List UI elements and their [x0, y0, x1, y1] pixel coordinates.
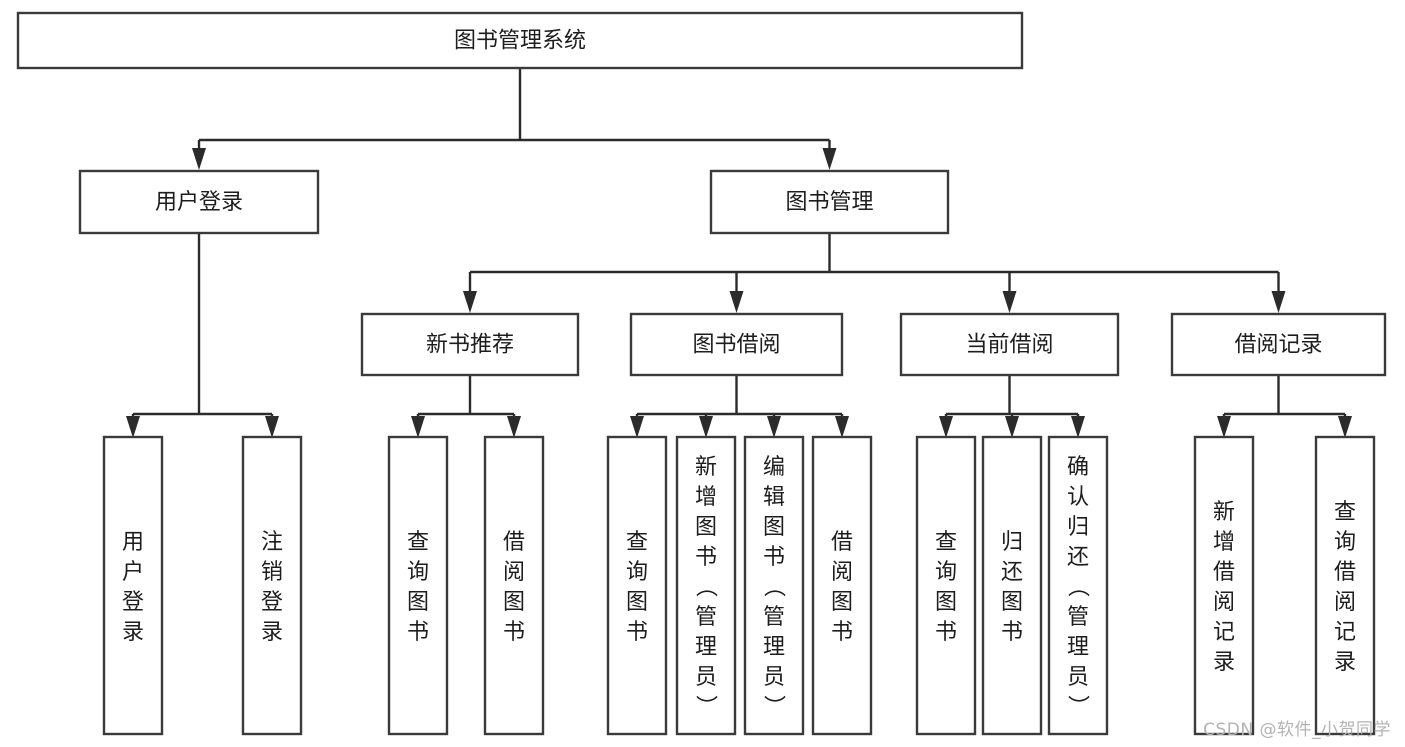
leaf-node-5-box: [675, 435, 737, 736]
level1-node-1-box: [709, 169, 950, 235]
arrow-head-icon: [699, 416, 713, 438]
leaf-node-8-box: [915, 435, 977, 736]
arrow-head-icon: [265, 416, 279, 438]
leaf-node-4-box: [606, 435, 668, 736]
arrow-head-icon: [411, 416, 425, 438]
leaf-node-3[interactable]: 借阅图书: [483, 435, 545, 736]
level2-node-3-box: [1170, 312, 1387, 377]
leaf-node-12[interactable]: 查询借阅记录: [1314, 435, 1376, 736]
level1-node-1[interactable]: 图书管理: [709, 169, 950, 235]
root-node-book-management-system-box: [16, 11, 1024, 70]
level2-node-3[interactable]: 借阅记录: [1170, 312, 1387, 377]
leaf-node-11[interactable]: 新增借阅记录: [1193, 435, 1255, 736]
arrow-head-icon: [822, 148, 837, 170]
leaf-node-1-label: 注销登录: [261, 530, 283, 645]
leaf-node-3-box: [483, 435, 545, 736]
arrow-head-icon: [192, 148, 206, 170]
leaf-node-12-label: 查询借阅记录: [1334, 500, 1356, 675]
level2-node-3-label: 借阅记录: [1234, 333, 1322, 358]
leaf-node-10-label: 确认归还（管理员）: [1067, 455, 1090, 720]
leaf-node-10-box: [1047, 435, 1109, 736]
level2-node-1[interactable]: 图书借阅: [629, 312, 844, 377]
leaf-node-4-label: 查询图书: [626, 530, 648, 645]
leaf-node-2[interactable]: 查询图书: [387, 435, 449, 736]
leaf-node-0-label: 用户登录: [122, 530, 144, 645]
leaf-node-0-box: [102, 435, 164, 736]
leaf-node-8[interactable]: 查询图书: [915, 435, 977, 736]
level2-node-0-box: [360, 312, 580, 377]
arrow-head-icon: [1217, 416, 1231, 438]
root-node-book-management-system[interactable]: 图书管理系统: [16, 11, 1024, 70]
leaf-node-1[interactable]: 注销登录: [241, 435, 303, 736]
level2-node-0-label: 新书推荐: [426, 333, 514, 358]
leaf-node-5[interactable]: 新增图书（管理员）: [675, 435, 737, 736]
watermark-text: CSDN @软件_小贺同学: [1203, 720, 1391, 740]
arrow-head-icon: [1002, 291, 1017, 313]
arrow-head-icon: [729, 291, 744, 313]
level1-node-0-box: [78, 169, 320, 235]
leaf-node-6-label: 编辑图书（管理员）: [763, 455, 786, 720]
arrow-head-icon: [126, 416, 140, 438]
arrow-head-icon: [767, 416, 781, 438]
leaf-node-4[interactable]: 查询图书: [606, 435, 668, 736]
arrow-head-icon: [1071, 416, 1085, 438]
arrow-head-icon: [835, 416, 849, 438]
arrow-head-icon: [630, 416, 644, 438]
leaf-node-9-box: [981, 435, 1043, 736]
arrow-head-icon: [1005, 416, 1019, 438]
leaf-node-9-label: 归还图书: [1001, 530, 1023, 645]
arrow-head-icon: [507, 416, 521, 438]
level1-node-0-label: 用户登录: [155, 190, 243, 215]
leaf-node-7[interactable]: 借阅图书: [811, 435, 873, 736]
leaf-node-6[interactable]: 编辑图书（管理员）: [743, 435, 805, 736]
root-node-book-management-system-label: 图书管理系统: [454, 29, 586, 54]
connector-layer: [126, 68, 1352, 438]
leaf-node-7-box: [811, 435, 873, 736]
leaf-node-12-box: [1314, 435, 1376, 736]
arrow-head-icon: [463, 291, 477, 313]
level2-node-1-label: 图书借阅: [692, 333, 780, 358]
level1-node-0[interactable]: 用户登录: [78, 169, 320, 235]
arrow-head-icon: [1338, 416, 1352, 438]
leaf-node-1-box: [241, 435, 303, 736]
leaf-node-6-box: [743, 435, 805, 736]
leaf-node-3-label: 借阅图书: [503, 530, 525, 645]
level2-node-2-box: [899, 312, 1120, 377]
level2-node-2[interactable]: 当前借阅: [899, 312, 1120, 377]
arrow-head-icon: [939, 416, 953, 438]
leaf-node-0[interactable]: 用户登录: [102, 435, 164, 736]
leaf-node-2-label: 查询图书: [407, 530, 429, 645]
leaf-node-11-box: [1193, 435, 1255, 736]
level2-node-0[interactable]: 新书推荐: [360, 312, 580, 377]
level2-node-2-label: 当前借阅: [965, 333, 1053, 358]
leaf-node-10[interactable]: 确认归还（管理员）: [1047, 435, 1109, 736]
arrow-head-icon: [1271, 291, 1286, 313]
level2-node-1-box: [629, 312, 844, 377]
level1-node-1-label: 图书管理: [785, 190, 873, 215]
leaf-node-2-box: [387, 435, 449, 736]
leaf-node-8-label: 查询图书: [935, 530, 957, 645]
leaf-node-7-label: 借阅图书: [831, 530, 853, 645]
leaf-node-9[interactable]: 归还图书: [981, 435, 1043, 736]
node-layer: 图书管理系统用户登录图书管理新书推荐图书借阅当前借阅借阅记录用户登录注销登录查询…: [16, 11, 1387, 736]
leaf-node-11-label: 新增借阅记录: [1213, 500, 1235, 675]
leaf-node-5-label: 新增图书（管理员）: [695, 455, 718, 720]
